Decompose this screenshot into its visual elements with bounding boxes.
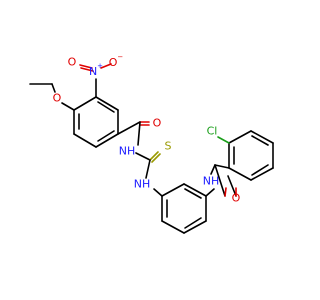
amide-2: NH O <box>203 164 241 205</box>
nitro-n-label: N+ <box>89 62 103 78</box>
amide-o1-label: O <box>153 117 162 130</box>
thio-s-label: S <box>165 140 172 153</box>
nitro-group: N+ O O− <box>68 53 124 98</box>
chloro-label: Cl <box>207 125 218 138</box>
ethoxy-group: O <box>29 83 75 111</box>
nitro-o-left-label: O <box>68 56 77 69</box>
ring-c-benzene <box>228 130 274 181</box>
ether-o-label: O <box>53 92 62 105</box>
thio-nh-label: NH <box>134 178 151 191</box>
molecule-structure-diagram: N+ O O− O O NH S NH <box>29 53 274 234</box>
amide-nh1-label: NH <box>119 145 136 158</box>
amide-o2-label: O <box>232 192 241 205</box>
ring-b-benzene <box>153 183 207 234</box>
amide-1: O NH <box>117 117 162 158</box>
ring-a-benzene <box>73 96 119 148</box>
amide-nh2-label: NH <box>203 175 220 188</box>
thiourea-group: S NH <box>134 140 172 191</box>
nitro-o-right-label: O− <box>109 53 124 69</box>
chloro-group: Cl <box>207 125 230 144</box>
